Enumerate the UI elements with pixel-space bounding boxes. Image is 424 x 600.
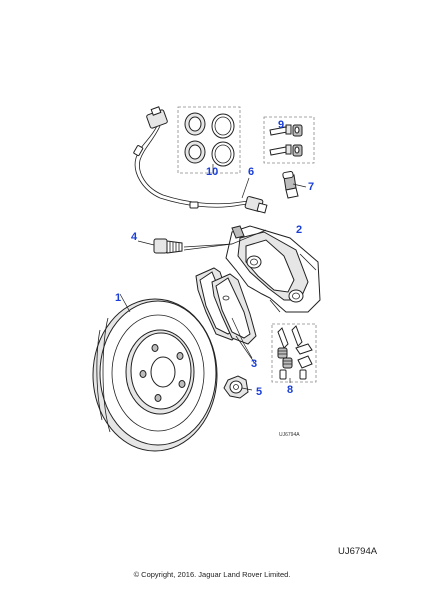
cable-clip-1 bbox=[133, 145, 144, 157]
guide-bushing-upper bbox=[292, 124, 303, 137]
callouts: 1 2 3 4 5 6 7 8 9 10 bbox=[115, 119, 314, 398]
callout-3: 3 bbox=[251, 358, 257, 370]
pad-pin-2 bbox=[299, 369, 307, 380]
leader-1 bbox=[119, 293, 131, 313]
guide-bolt-lower bbox=[269, 144, 292, 156]
seal-ring-2 bbox=[211, 113, 235, 139]
brake-disc bbox=[92, 298, 218, 452]
disc-center-bore bbox=[150, 356, 176, 388]
callout-6: 6 bbox=[248, 166, 254, 178]
pad-fitting-kit-box bbox=[271, 323, 317, 383]
guide-pin-kit-group bbox=[263, 116, 315, 164]
reference-code: UJ6794A bbox=[338, 546, 378, 557]
seal-ring-3 bbox=[184, 140, 206, 164]
leader-7 bbox=[292, 183, 307, 188]
seal-kit-box bbox=[177, 106, 241, 174]
bolt-shank bbox=[166, 240, 183, 254]
callout-10: 10 bbox=[206, 166, 218, 178]
leader-2b bbox=[183, 243, 233, 251]
leader-4 bbox=[137, 240, 155, 246]
pad-clip-3 bbox=[295, 343, 313, 355]
bolt-head bbox=[153, 238, 168, 254]
pad-clip-4 bbox=[297, 355, 313, 369]
leader-lines bbox=[119, 126, 307, 391]
sensor-connector-bottom bbox=[244, 196, 268, 214]
guide-spring-1 bbox=[277, 347, 288, 359]
wear-sensor-cable bbox=[133, 106, 268, 214]
stud-hole-1 bbox=[151, 344, 159, 352]
brake-pad-inner bbox=[211, 273, 257, 345]
seal-ring-1 bbox=[184, 112, 206, 136]
copyright-notice: © Copyright, 2016. Jaguar Land Rover Lim… bbox=[133, 570, 291, 579]
retaining-screw bbox=[223, 375, 249, 399]
stud-hole-5 bbox=[139, 370, 147, 378]
seal-kit-group bbox=[177, 106, 241, 174]
callout-1: 1 bbox=[115, 292, 121, 304]
pad-pin-1 bbox=[279, 369, 287, 380]
leader-5 bbox=[241, 387, 253, 391]
diagram-inline-code: UJ6794A bbox=[279, 432, 300, 438]
callout-7: 7 bbox=[308, 181, 314, 193]
pad-clip-2 bbox=[291, 325, 303, 347]
leader-6 bbox=[241, 177, 250, 199]
seal-ring-4 bbox=[211, 141, 235, 167]
guide-bushing-lower bbox=[292, 144, 303, 157]
stud-hole-3 bbox=[178, 380, 186, 388]
pad-clip-1 bbox=[277, 327, 289, 349]
guide-pin-kit-box bbox=[263, 116, 315, 164]
callout-5: 5 bbox=[256, 386, 262, 398]
guide-spring-2 bbox=[282, 357, 293, 369]
leader-3 bbox=[231, 317, 253, 359]
bleed-screw bbox=[282, 170, 299, 199]
caliper-bolt bbox=[153, 238, 183, 254]
callout-9: 9 bbox=[278, 119, 284, 131]
callout-8: 8 bbox=[287, 384, 293, 396]
stud-hole-2 bbox=[176, 352, 184, 360]
sensor-connector-top bbox=[146, 106, 168, 129]
pad-fitting-kit-group bbox=[271, 323, 317, 383]
callout-2: 2 bbox=[296, 224, 302, 236]
callout-4: 4 bbox=[131, 231, 138, 243]
stud-hole-4 bbox=[154, 394, 162, 402]
cable-clip-2 bbox=[189, 201, 199, 209]
brake-caliper bbox=[225, 225, 321, 313]
guide-bolt-upper bbox=[269, 124, 292, 136]
leader-3b bbox=[235, 335, 255, 363]
